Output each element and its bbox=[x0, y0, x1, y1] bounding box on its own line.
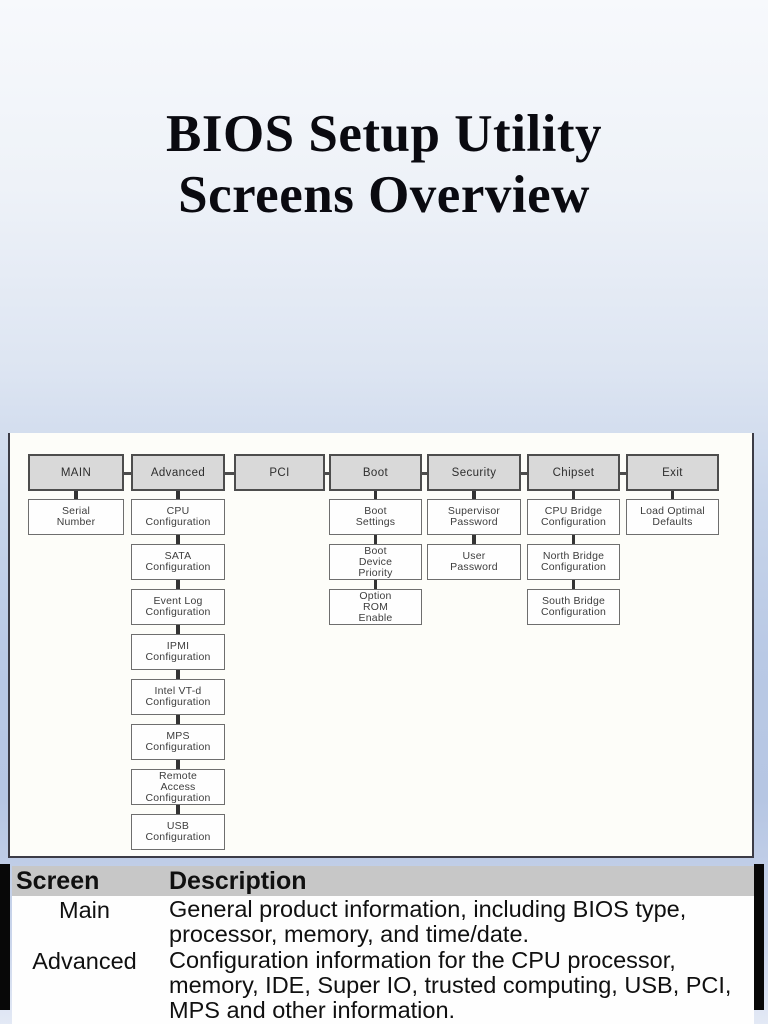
connector-stub bbox=[571, 580, 575, 589]
slide-title-line1: BIOS Setup Utility bbox=[165, 105, 603, 163]
diagram-box-boot-settings: Boot Settings bbox=[329, 499, 422, 535]
connector-stub bbox=[176, 670, 180, 679]
connector-stub bbox=[373, 580, 377, 589]
table-header-description: Description bbox=[169, 867, 307, 895]
diagram-box-south-bridge-configuration: South Bridge Configuration bbox=[527, 589, 620, 625]
screens-table: Screen Description Main General product i… bbox=[12, 866, 754, 1024]
table-row: Advanced Configuration information for th… bbox=[12, 947, 754, 1023]
diagram-header-security: Security bbox=[427, 454, 521, 491]
diagram-box-event-log-configuration: Event Log Configuration bbox=[131, 589, 225, 625]
table-cell-screen: Main bbox=[59, 897, 110, 923]
table-cell-description: General product information, including B… bbox=[169, 896, 687, 947]
table-cell-description: Configuration information for the CPU pr… bbox=[169, 947, 732, 1023]
connector-stub bbox=[176, 805, 180, 814]
table-header-row: Screen Description bbox=[12, 866, 754, 896]
diagram-box-usb-configuration: USB Configuration bbox=[131, 814, 225, 850]
connector-stub bbox=[74, 491, 78, 499]
diagram-header-main: MAIN bbox=[28, 454, 124, 491]
right-edge-bar bbox=[754, 864, 764, 1010]
table-row: Main General product information, includi… bbox=[12, 896, 754, 947]
diagram-box-load-optimal-defaults: Load Optimal Defaults bbox=[626, 499, 719, 535]
diagram-box-supervisor-password: Supervisor Password bbox=[427, 499, 521, 535]
connector-stub bbox=[472, 491, 476, 499]
diagram-box-cpu-bridge-configuration: CPU Bridge Configuration bbox=[527, 499, 620, 535]
diagram-box-boot-device-priority: Boot Device Priority bbox=[329, 544, 422, 580]
connector-stub bbox=[670, 491, 674, 499]
connector-stub bbox=[176, 625, 180, 634]
diagram-box-mps-configuration: MPS Configuration bbox=[131, 724, 225, 760]
diagram-box-ipmi-configuration: IPMI Configuration bbox=[131, 634, 225, 670]
table-cell-screen: Advanced bbox=[32, 948, 137, 974]
connector-stub bbox=[373, 491, 377, 499]
left-edge-bar bbox=[0, 864, 10, 1010]
connector-stub bbox=[176, 535, 180, 544]
connector-stub bbox=[571, 535, 575, 544]
diagram-box-north-bridge-configuration: North Bridge Configuration bbox=[527, 544, 620, 580]
connector-stub bbox=[472, 535, 476, 544]
diagram-box-sata-configuration: SATA Configuration bbox=[131, 544, 225, 580]
diagram-box-user-password: User Password bbox=[427, 544, 521, 580]
diagram-box-cpu-configuration: CPU Configuration bbox=[131, 499, 225, 535]
connector-stub bbox=[176, 491, 180, 499]
connector-stub bbox=[176, 760, 180, 769]
slide-title: BIOS Setup Utility Screens Overview bbox=[0, 104, 768, 226]
connector-stub bbox=[373, 535, 377, 544]
diagram-header-exit: Exit bbox=[626, 454, 719, 491]
diagram-header-boot: Boot bbox=[329, 454, 422, 491]
diagram-box-serial-number: Serial Number bbox=[28, 499, 124, 535]
table-header-screen: Screen bbox=[16, 867, 100, 895]
connector-stub bbox=[571, 491, 575, 499]
diagram-box-intel-vt-d-configuration: Intel VT-d Configuration bbox=[131, 679, 225, 715]
connector-stub bbox=[176, 715, 180, 724]
connector-stub bbox=[176, 580, 180, 589]
diagram-box-remote-access-configuration: Remote Access Configuration bbox=[131, 769, 225, 805]
table-body: Main General product information, includi… bbox=[12, 896, 754, 1023]
diagram-box-option-rom-enable: Option ROM Enable bbox=[329, 589, 422, 625]
diagram-header-chipset: Chipset bbox=[527, 454, 620, 491]
slide-title-line2: Screens Overview bbox=[178, 166, 590, 224]
diagram-header-advanced: Advanced bbox=[131, 454, 225, 491]
diagram-header-pci: PCI bbox=[234, 454, 325, 491]
